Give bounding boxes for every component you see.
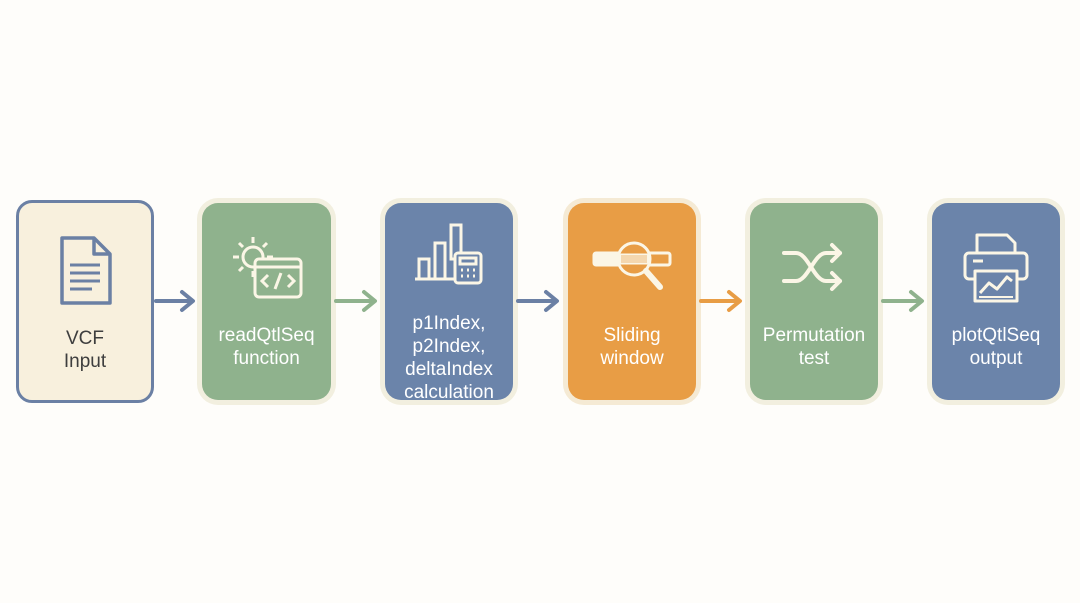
arrow-connector xyxy=(881,290,924,312)
document-icon xyxy=(60,236,112,305)
step-readqtlseq: readQtlSeq function xyxy=(202,203,331,400)
arrow-connector xyxy=(699,290,742,312)
step-label: readQtlSeq function xyxy=(202,324,331,370)
step-label-line: window xyxy=(600,348,664,369)
step-label: VCF Input xyxy=(19,327,151,373)
step-label: Sliding window xyxy=(568,324,696,370)
step-label-line: output xyxy=(969,348,1023,369)
shuffle-icon xyxy=(782,243,842,291)
step-label-line: test xyxy=(798,348,830,369)
step-label-line: function xyxy=(233,348,300,369)
step-label-line: readQtlSeq xyxy=(218,325,315,346)
step-label: plotQtlSeq output xyxy=(932,324,1060,370)
step-label-line: deltaIndex xyxy=(405,359,493,380)
step-label-line: plotQtlSeq xyxy=(951,325,1041,346)
step-label: p1Index, p2Index, deltaIndex calculation xyxy=(385,312,513,404)
step-permutation-test: Permutation test xyxy=(750,203,878,400)
chart-calculator-icon xyxy=(415,223,483,285)
step-plot-output: plotQtlSeq output xyxy=(932,203,1060,400)
step-label-line: Input xyxy=(63,351,107,372)
step-vcf-input: VCF Input xyxy=(16,200,154,403)
arrow-connector xyxy=(154,290,195,312)
step-label-line: p2Index, xyxy=(412,336,486,357)
printer-chart-icon xyxy=(963,233,1029,303)
step-label-line: VCF xyxy=(66,328,104,349)
step-label-line: p1Index, xyxy=(412,313,486,334)
arrow-connector xyxy=(334,290,377,312)
step-label: Permutation test xyxy=(750,324,878,370)
step-label-line: Sliding xyxy=(603,325,661,346)
arrow-connector xyxy=(516,290,559,312)
step-label-line: Permutation xyxy=(762,325,866,346)
magnifier-slider-icon xyxy=(592,241,672,290)
step-label-line: calculation xyxy=(404,382,494,403)
gear-code-icon xyxy=(232,237,302,299)
step-sliding-window: Sliding window xyxy=(568,203,696,400)
step-index-calculation: p1Index, p2Index, deltaIndex calculation xyxy=(385,203,513,403)
